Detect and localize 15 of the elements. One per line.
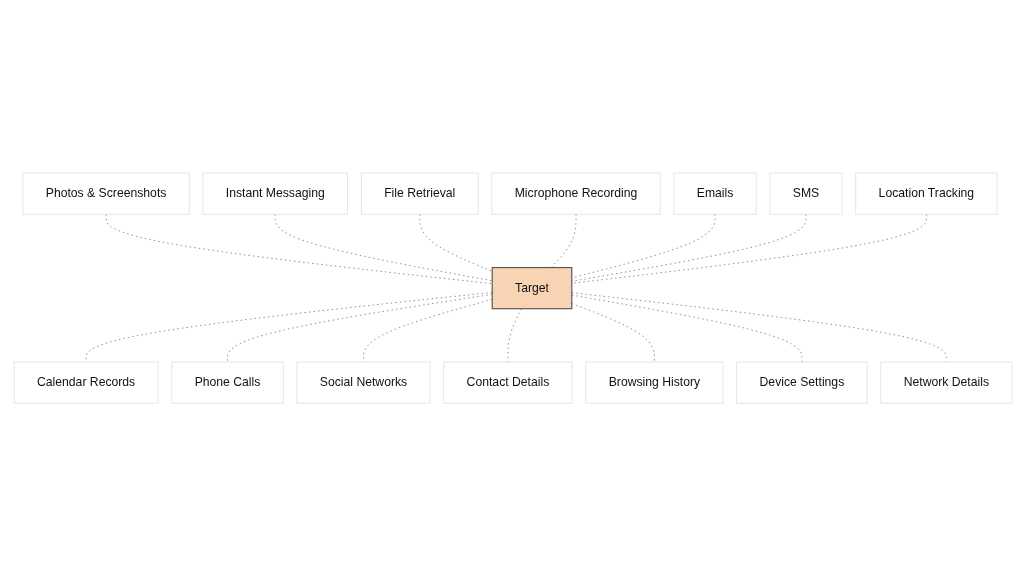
node-box: Network Details [880,362,1013,404]
node-box: Social Networks [296,362,431,404]
node-box: Location Tracking [855,173,998,215]
node-box: Photos & Screenshots [22,173,190,215]
node-box: Browsing History [585,362,724,404]
node-box: Instant Messaging [202,173,348,215]
node-box: Emails [673,173,757,215]
node-box: Calendar Records [13,362,159,404]
node-box: Microphone Recording [491,173,661,215]
node-box: Contact Details [443,362,573,404]
node-box: File Retrieval [360,173,479,215]
node-box: Device Settings [736,362,868,404]
node-box: Target [491,267,573,310]
node-box: Phone Calls [171,362,284,404]
node-box: SMS [769,173,843,215]
